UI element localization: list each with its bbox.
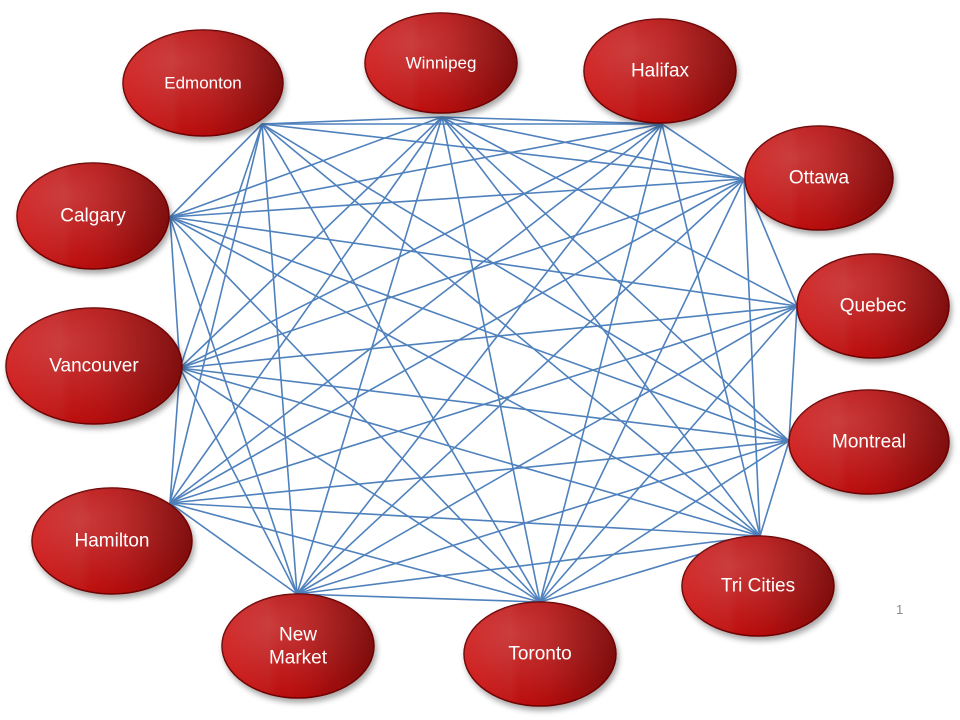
edge-quebec-calgary [169, 216, 798, 307]
node-label-halifax: Halifax [631, 61, 690, 82]
edge-edmonton-winnipeg [261, 116, 443, 125]
node-label-tricities: Tri Cities [721, 576, 795, 597]
node-hamilton: Hamilton [31, 487, 193, 595]
edge-toronto-vancouver [179, 367, 541, 603]
edge-quebec-newmarket [296, 305, 798, 595]
node-highlight [32, 488, 192, 594]
edge-montreal-vancouver [179, 367, 790, 442]
edge-newmarket-hamilton [169, 502, 298, 595]
node-highlight [222, 594, 374, 698]
edges [169, 116, 798, 603]
edge-winnipeg-hamilton [169, 116, 443, 504]
page-number: 1 [896, 602, 904, 617]
edge-winnipeg-calgary [169, 116, 443, 218]
node-highlight [797, 254, 949, 358]
node-highlight [17, 163, 169, 269]
edge-montreal-toronto [539, 440, 790, 603]
edge-halifax-calgary [169, 123, 663, 218]
node-halifax: Halifax [583, 18, 737, 124]
node-edmonton: Edmonton [122, 29, 284, 137]
edge-edmonton-hamilton [169, 123, 263, 504]
node-winnipeg: Winnipeg [364, 12, 518, 114]
node-vancouver: Vancouver [5, 307, 183, 425]
edge-quebec-vancouver [179, 305, 798, 369]
edge-winnipeg-halifax [441, 116, 663, 125]
node-tricities: Tri Cities [681, 535, 835, 637]
edge-winnipeg-vancouver [179, 116, 443, 369]
edge-montreal-newmarket [296, 440, 790, 595]
node-quebec: Quebec [796, 253, 950, 359]
edge-ottawa-hamilton [169, 178, 745, 504]
node-label-montreal: Montreal [832, 432, 906, 453]
node-label-calgary: Calgary [60, 206, 126, 227]
node-highlight [6, 308, 182, 424]
edge-ottawa-vancouver [179, 178, 745, 369]
edge-vancouver-calgary [169, 216, 181, 369]
node-toronto: Toronto [463, 601, 617, 707]
node-calgary: Calgary [16, 162, 170, 270]
edge-toronto-hamilton [169, 502, 541, 603]
edge-newmarket-calgary [169, 216, 298, 595]
node-ottawa: Ottawa [744, 125, 894, 231]
edge-halifax-vancouver [179, 123, 663, 369]
edge-halifax-newmarket [296, 123, 663, 595]
edge-halifax-hamilton [169, 123, 663, 504]
node-label-winnipeg: Winnipeg [406, 54, 477, 73]
node-montreal: Montreal [788, 389, 950, 495]
node-highlight [682, 536, 834, 636]
edge-toronto-newmarket [296, 593, 541, 603]
edge-halifax-toronto [539, 123, 663, 603]
edge-ottawa-toronto [539, 178, 745, 603]
edge-winnipeg-newmarket [296, 116, 443, 595]
edge-edmonton-tricities [261, 123, 761, 537]
edge-winnipeg-toronto [441, 116, 541, 603]
node-highlight [123, 30, 283, 136]
edge-tricities-newmarket [296, 535, 761, 595]
edge-edmonton-montreal [261, 123, 790, 442]
edge-winnipeg-quebec [441, 116, 798, 307]
edge-ottawa-newmarket [296, 178, 745, 595]
edge-montreal-tricities [759, 440, 790, 537]
edge-toronto-calgary [169, 216, 541, 603]
edge-winnipeg-montreal [441, 116, 790, 442]
node-highlight [789, 390, 949, 494]
node-label-ottawa: Ottawa [789, 168, 850, 189]
node-label-edmonton: Edmonton [164, 74, 242, 93]
edge-halifax-tricities [661, 123, 761, 537]
edge-winnipeg-ottawa [441, 116, 745, 180]
edge-quebec-toronto [539, 305, 798, 603]
edge-hamilton-vancouver [169, 367, 181, 504]
node-highlight [365, 13, 517, 113]
edge-edmonton-ottawa [261, 123, 745, 180]
edge-tricities-vancouver [179, 367, 761, 537]
edge-edmonton-newmarket [261, 123, 298, 595]
node-highlight [584, 19, 736, 123]
node-label-quebec: Quebec [840, 296, 907, 317]
node-label-hamilton: Hamilton [75, 531, 150, 552]
edge-newmarket-vancouver [179, 367, 298, 595]
node-highlight [745, 126, 893, 230]
node-highlight [464, 602, 616, 706]
edge-quebec-montreal [788, 305, 798, 442]
edge-edmonton-toronto [261, 123, 541, 603]
edge-ottawa-calgary [169, 178, 745, 218]
edge-halifax-ottawa [661, 123, 745, 180]
edge-edmonton-vancouver [179, 123, 263, 369]
edge-montreal-calgary [169, 216, 790, 442]
edge-winnipeg-tricities [441, 116, 761, 537]
node-label-vancouver: Vancouver [49, 356, 139, 377]
edge-calgary-edmonton [169, 123, 263, 218]
edge-montreal-hamilton [169, 440, 790, 504]
nodes: Edmonton Winnipeg HalifaxOttawaQuebecMontr… [5, 12, 950, 707]
edge-tricities-calgary [169, 216, 761, 537]
node-label-toronto: Toronto [508, 644, 571, 665]
